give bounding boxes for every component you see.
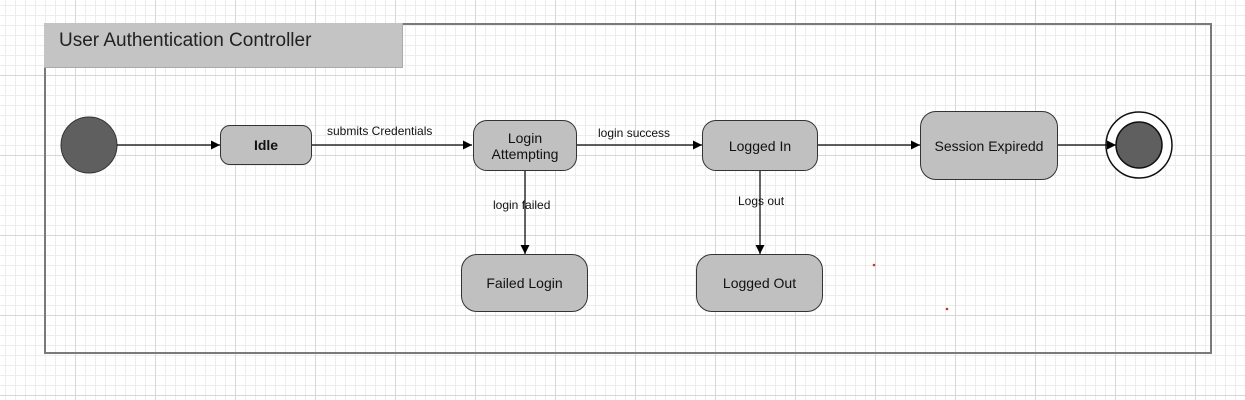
state-logged-in-label: Logged In bbox=[728, 137, 792, 154]
state-logged-in[interactable]: Logged In bbox=[702, 120, 818, 171]
state-logged-out-label: Logged Out bbox=[722, 275, 797, 291]
transition-label-login-failed[interactable]: login failed bbox=[493, 198, 551, 212]
initial-state[interactable] bbox=[60, 116, 118, 174]
state-login-attempting-label: Login Attempting bbox=[491, 129, 559, 162]
state-session-expired[interactable]: Session Expiredd bbox=[920, 111, 1058, 180]
transition-label-logs-out[interactable]: Logs out bbox=[738, 194, 785, 208]
stray-dot bbox=[872, 263, 876, 267]
final-state-core bbox=[1115, 121, 1163, 169]
state-failed-login[interactable]: Failed Login bbox=[461, 254, 588, 312]
transition-label-submits-credentials[interactable]: submits Credentials bbox=[327, 124, 433, 138]
frame-title-box bbox=[44, 23, 403, 68]
state-login-attempting[interactable]: Login Attempting bbox=[473, 120, 577, 171]
frame-title[interactable]: User Authentication Controller bbox=[59, 30, 312, 51]
state-logged-out[interactable]: Logged Out bbox=[696, 254, 823, 312]
diagram-frame bbox=[44, 23, 1212, 354]
state-idle-label: Idle bbox=[253, 137, 279, 153]
stray-dot bbox=[945, 307, 949, 311]
state-session-expired-label: Session Expiredd bbox=[934, 137, 1044, 154]
state-idle[interactable]: Idle bbox=[220, 125, 312, 165]
state-failed-login-label: Failed Login bbox=[486, 275, 563, 291]
transition-label-login-success[interactable]: login success bbox=[598, 126, 671, 140]
